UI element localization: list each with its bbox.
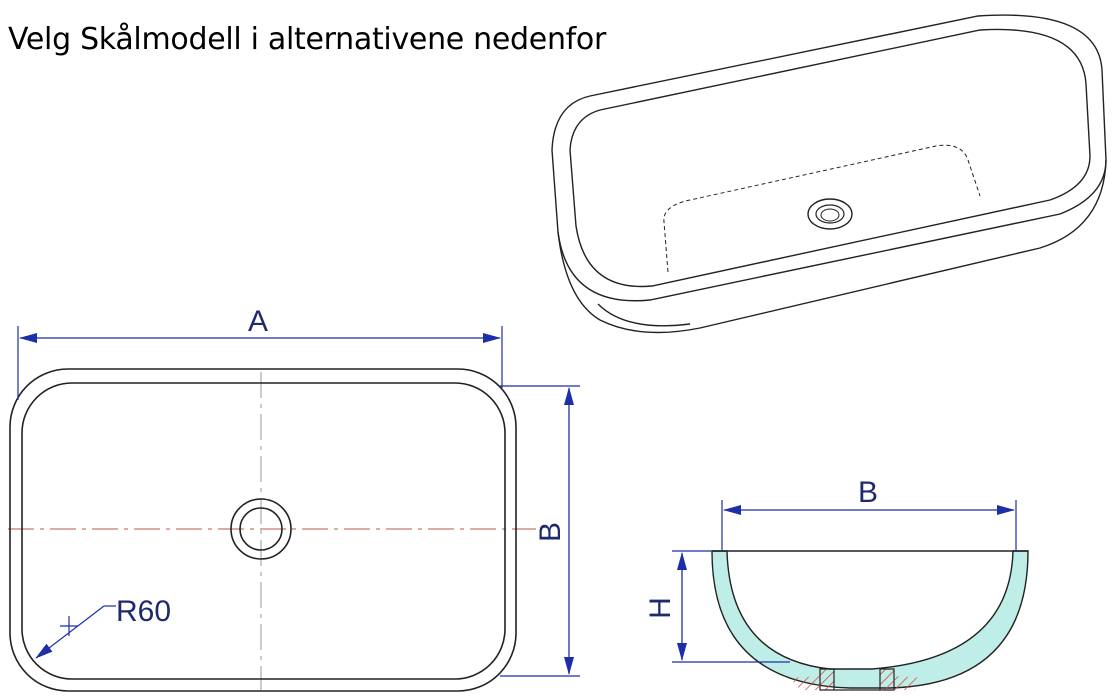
basin-outer-outline xyxy=(9,368,517,692)
basin-body-outline xyxy=(557,159,1107,334)
section-shell xyxy=(711,550,1029,689)
section-drain-flange xyxy=(819,668,835,691)
drain-hole-perspective xyxy=(807,198,853,230)
basin-inner-floor xyxy=(663,144,981,273)
basin-section-view: B H xyxy=(644,476,1029,691)
basin-outer-rim xyxy=(551,14,1107,302)
dimension-b-label: B xyxy=(534,522,567,542)
drain-outer-circle xyxy=(230,498,292,560)
radius-label: R60 xyxy=(116,595,171,628)
basin-inner-rim xyxy=(569,28,1091,288)
page-title: Velg Skålmodell i alternativene nedenfor xyxy=(8,22,607,57)
basin-inner-outline xyxy=(21,382,506,680)
dimension-h-label: H xyxy=(644,597,677,619)
drain-inner-circle xyxy=(239,507,283,551)
basin-top-view: A B R60 xyxy=(8,305,580,692)
dimension-b-section-label: B xyxy=(858,476,878,509)
radius-callout xyxy=(35,605,116,659)
basin-perspective-view xyxy=(551,14,1107,334)
dimension-a-label: A xyxy=(248,305,268,338)
